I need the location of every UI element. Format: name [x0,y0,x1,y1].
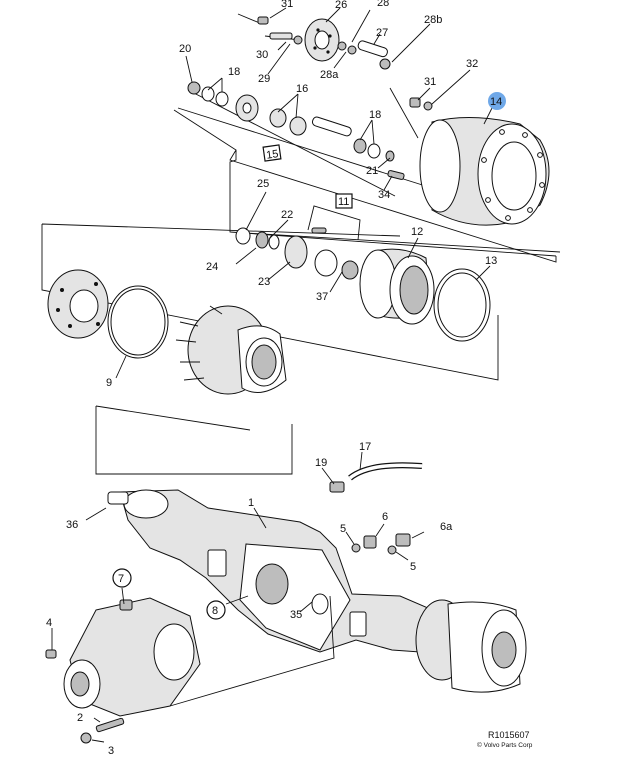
label-28b: 28b [424,14,442,26]
copyright-text: © Volvo Parts Corp [477,741,533,749]
callout-8-circle [206,600,226,620]
label-4: 4 [46,617,52,629]
label-13: 13 [485,255,497,267]
fitting-19-icon [329,481,345,493]
part-labels: 31 26 28 27 28b 30 29 28a 20 18 16 31 32… [46,0,502,757]
label-27: 27 [376,27,388,39]
label-9: 9 [106,377,112,389]
label-22: 22 [281,209,293,221]
label-32: 32 [466,58,478,70]
label-19: 19 [315,457,327,469]
label-12: 12 [411,226,423,238]
label-23: 23 [258,276,270,288]
highlight-badge-14 [488,92,506,110]
label-7: 7 [118,573,124,585]
bolt-34-icon [387,170,405,180]
oring-9-icon [107,285,169,359]
label-1: 1 [248,497,254,509]
label-11: 11 [338,196,349,208]
label-8: 8 [212,605,218,617]
label-6a: 6a [440,521,453,533]
snap-ring-25-icon [235,227,251,245]
hub-housing-14-icon [419,117,550,226]
label-31-top: 31 [281,0,293,10]
label-6: 6 [382,511,388,523]
label-5-lower: 5 [410,561,416,573]
snap-ring-13-icon [433,268,491,342]
label-21: 21 [366,165,378,177]
plug-6a-icon [395,533,411,547]
label-35: 35 [290,609,302,621]
stud-2-icon [95,717,125,733]
nut-3-icon [80,732,92,744]
label-17: 17 [359,441,371,453]
axle-housing-1-icon [107,489,429,653]
top-planet-assembly [173,13,557,263]
wheel-hub-icon [175,305,287,395]
label-37: 37 [316,291,328,303]
label-18-left: 18 [228,66,240,78]
washer-32-icon [423,101,433,111]
label-16: 16 [296,83,308,95]
differential-carrier-icon [63,597,201,717]
label-26: 26 [335,0,347,11]
label-20: 20 [179,43,191,55]
reference-number: R1015607 [488,730,530,740]
label-31-right: 31 [424,76,436,88]
label-18-right: 18 [369,109,381,121]
label-2: 2 [77,712,83,724]
washer-28b-icon [379,58,391,70]
label-28: 28 [377,0,389,9]
label-30: 30 [256,49,268,61]
bolt-31-right-icon [409,97,421,108]
ring-20-icon [187,81,201,95]
label-3: 3 [108,745,114,757]
shaft-27-icon [357,40,388,58]
bolt-31-icon [257,16,269,25]
plug-6-icon [363,535,377,549]
leader-lines-top [185,7,493,191]
axle-housing-section [45,462,527,744]
wheel-hub-flange-icon [47,269,109,339]
label-25: 25 [257,178,269,190]
label-5-upper: 5 [340,523,346,535]
sun-gear-23-icon [284,235,308,269]
callout-7-circle [112,568,132,588]
label-24: 24 [206,261,218,273]
label-34: 34 [378,189,390,201]
middle-assembly [41,150,561,475]
bolt-22-icon [311,227,327,234]
box-15 [262,144,282,162]
label-14: 14 [490,96,502,108]
label-15: 15 [266,148,280,162]
leader-lines-bottom [51,451,425,743]
right-hub-drum-icon [415,599,527,693]
label-29: 29 [258,73,270,85]
label-28a: 28a [320,69,339,81]
label-36: 36 [66,519,78,531]
stud-30-icon [269,32,293,40]
ring-gear-12-icon [359,248,435,325]
washer-29-icon [293,35,303,45]
box-11 [335,193,353,209]
leader-lines-middle [115,191,491,379]
bolt-4-icon [45,649,57,659]
